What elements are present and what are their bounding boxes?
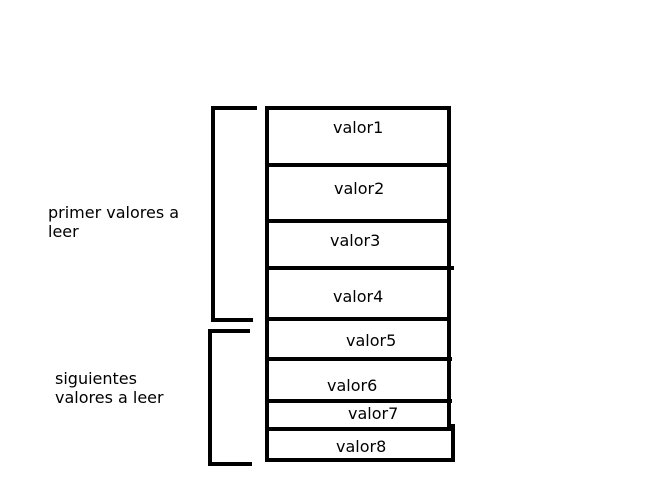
cell-label-6: valor6 <box>327 376 377 395</box>
bracket-first-group <box>211 106 257 322</box>
next-group-label: siguientes valores a leer <box>55 369 164 407</box>
cell-label-1: valor1 <box>333 118 383 137</box>
cell-label-4: valor4 <box>333 287 383 306</box>
first-group-label: primer valores a leer <box>48 203 180 241</box>
cell-label-8: valor8 <box>336 437 386 456</box>
cell-label-5: valor5 <box>346 331 396 350</box>
cell-label-7: valor7 <box>348 404 398 423</box>
bracket-next-group <box>208 329 252 466</box>
cell-label-2: valor2 <box>334 179 384 198</box>
cell-label-3: valor3 <box>330 231 380 250</box>
